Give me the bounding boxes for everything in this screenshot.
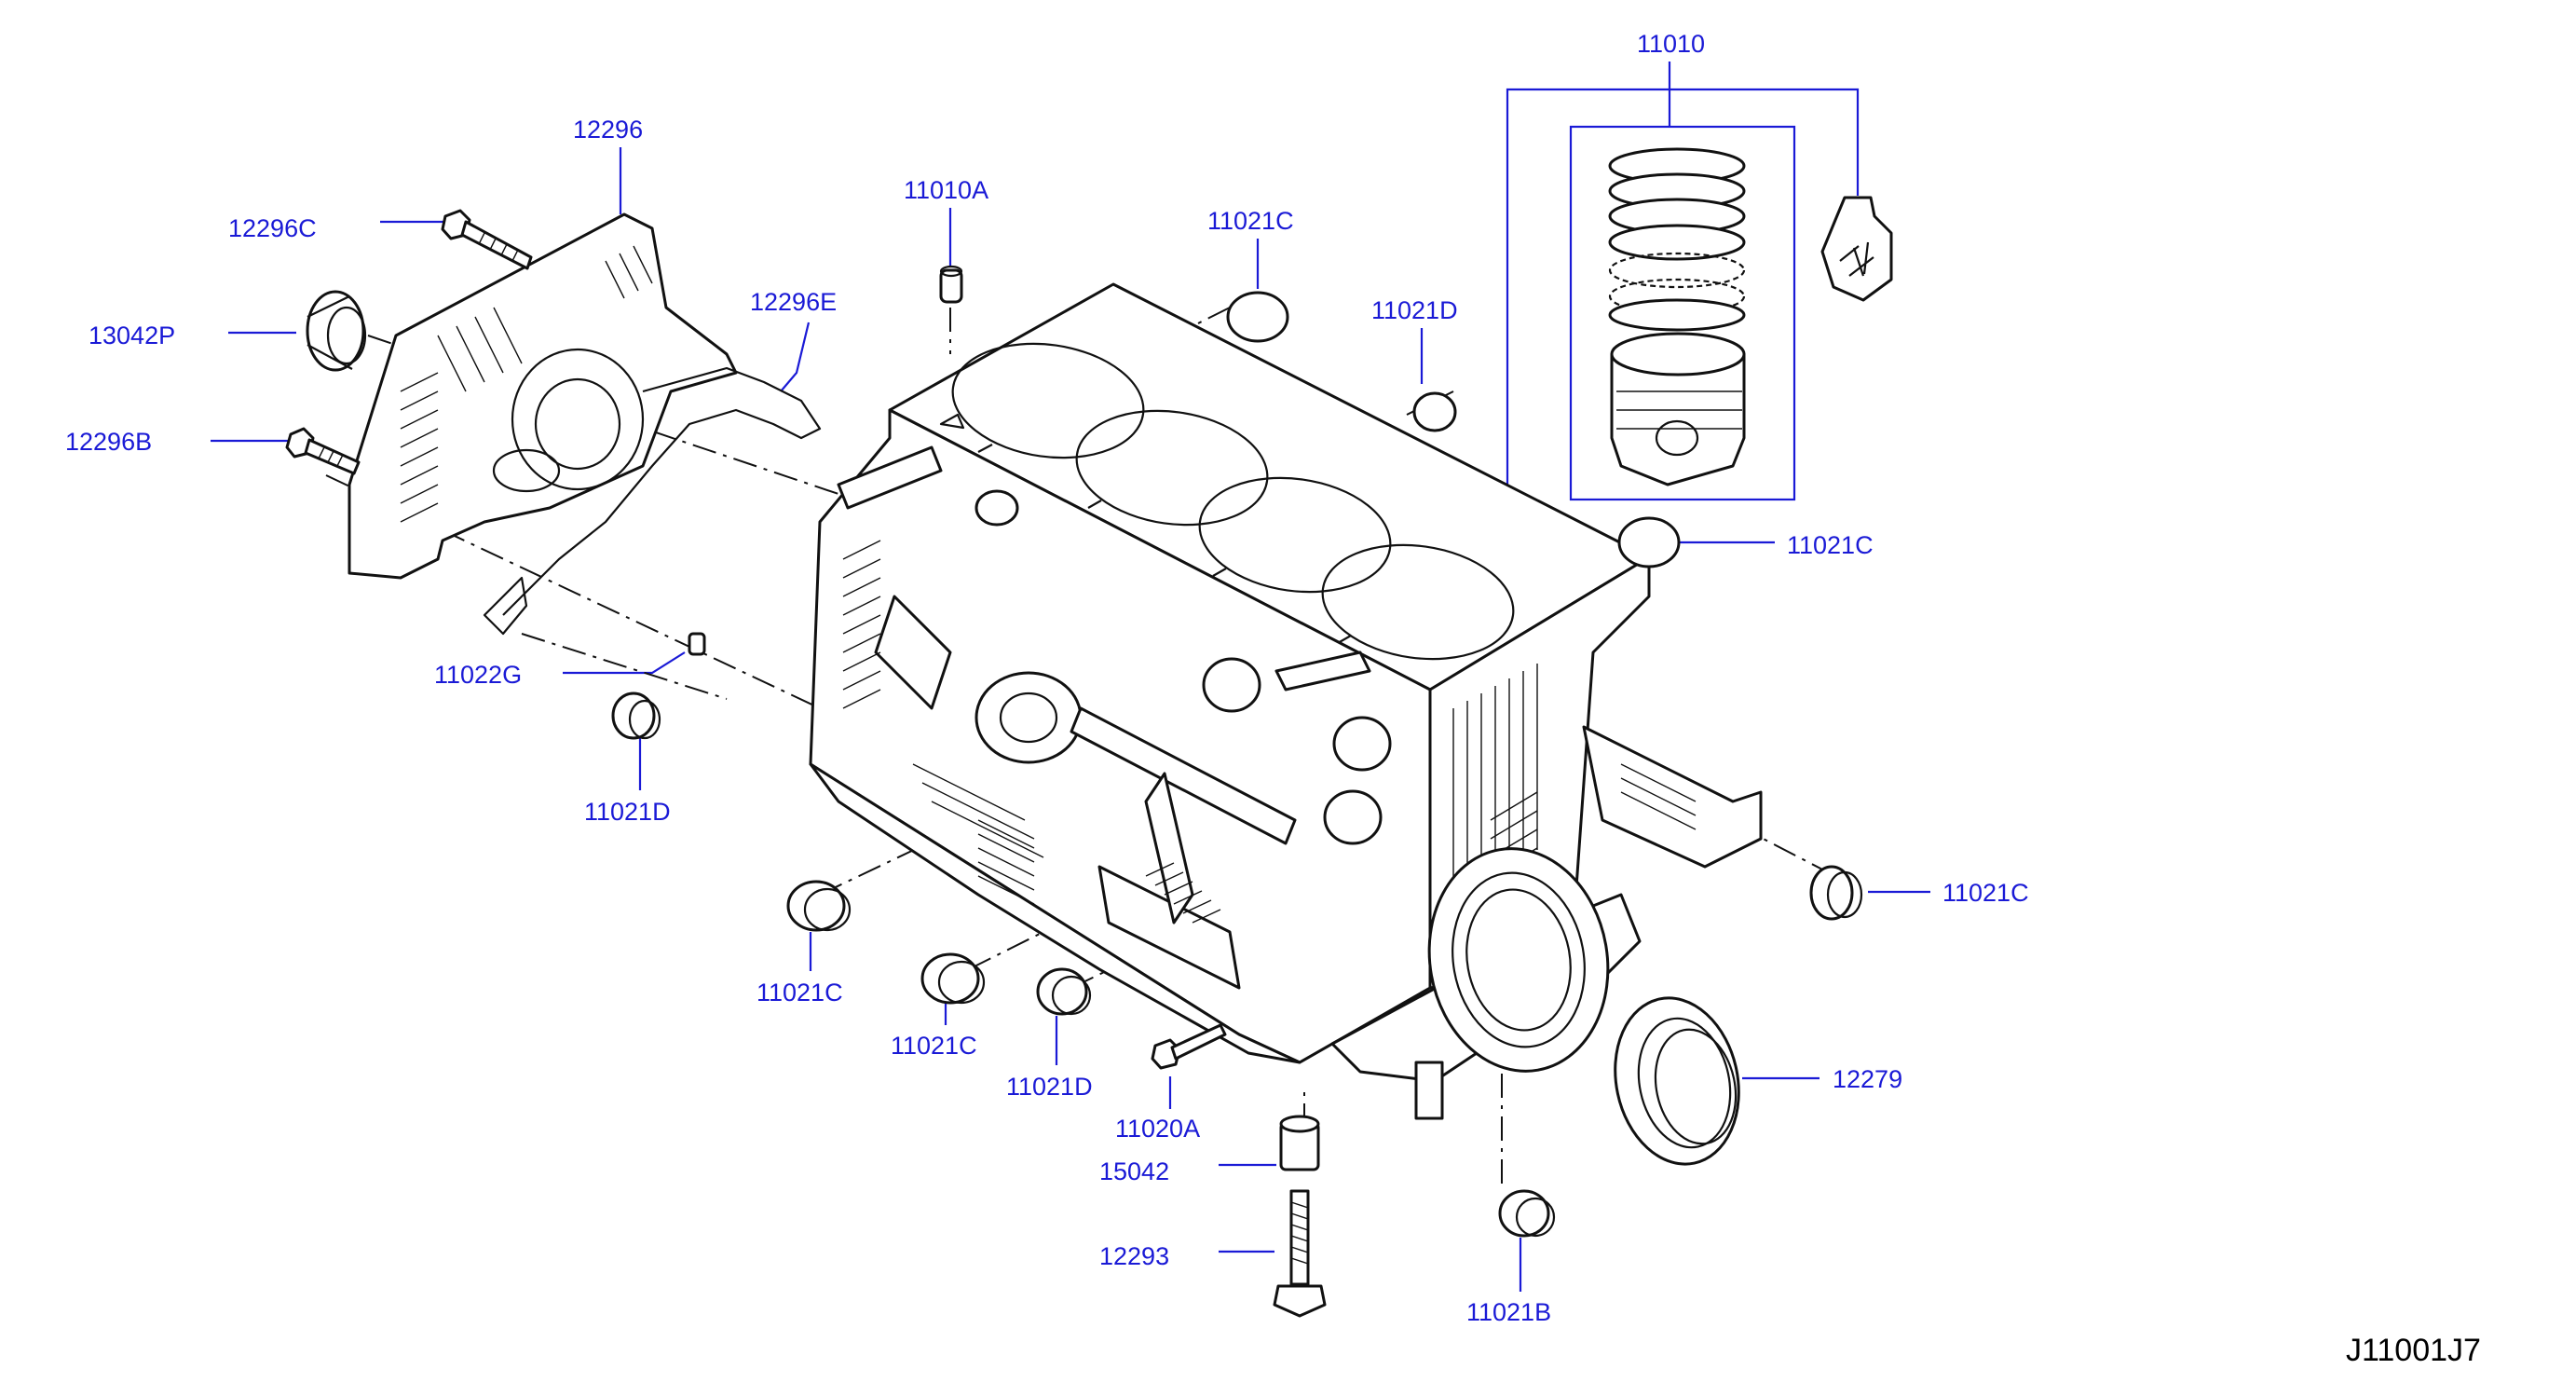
plug-11021c-bottom-left[interactable] [786, 880, 852, 932]
label-15042[interactable]: 15042 [1099, 1157, 1169, 1185]
leader-lines [211, 62, 1930, 1292]
label-11021D-bottom[interactable]: 11021D [1006, 1073, 1093, 1101]
plug-11021c-right-upper[interactable] [1617, 516, 1681, 568]
label-11021D-top[interactable]: 11021D [1371, 296, 1458, 324]
plug-11021c-top[interactable] [1226, 291, 1289, 343]
plug-11021d-bottom[interactable] [1036, 967, 1092, 1016]
plug-11021c-bottom-mid[interactable] [920, 952, 986, 1005]
dowel-11022g[interactable] [688, 632, 706, 656]
piston-ring-set-11010[interactable] [1569, 125, 1893, 501]
label-11021D-left[interactable]: 11021D [584, 798, 671, 826]
plug-11021d-left[interactable] [611, 692, 661, 740]
plug-11021d-top[interactable] [1412, 391, 1457, 432]
plug-11021b[interactable] [1498, 1189, 1556, 1238]
label-12296C[interactable]: 12296C [228, 214, 317, 242]
label-11021C-right-upper[interactable]: 11021C [1787, 531, 1874, 559]
part-labels: 11010 12296 11010A 11021C 12296C 11021D … [65, 30, 2481, 1368]
bolt-12296c[interactable] [441, 209, 533, 270]
label-11010A[interactable]: 11010A [904, 176, 988, 204]
label-13042P[interactable]: 13042P [89, 322, 175, 349]
diagram-code: J11001J7 [2346, 1333, 2481, 1368]
label-11010[interactable]: 11010 [1637, 30, 1705, 58]
rear-oil-seal-12279[interactable] [1601, 986, 1754, 1175]
cylinder-block[interactable] [809, 282, 1763, 1120]
label-11021C-bottom-mid[interactable]: 11021C [891, 1032, 977, 1060]
sleeve-15042[interactable] [1279, 1115, 1320, 1171]
label-11021C-top[interactable]: 11021C [1207, 207, 1294, 235]
bolt-12293[interactable] [1273, 1189, 1327, 1318]
label-11020A[interactable]: 11020A [1115, 1115, 1200, 1143]
bolt-11020a[interactable] [1151, 1023, 1227, 1070]
bolt-12296b[interactable] [285, 427, 361, 475]
label-12296B[interactable]: 12296B [65, 428, 152, 456]
plug-11021c-right-lower[interactable] [1809, 865, 1863, 921]
label-11021C-bottom-left[interactable]: 11021C [756, 979, 843, 1006]
label-11021B[interactable]: 11021B [1466, 1298, 1551, 1326]
oil-seal-13042p[interactable] [306, 290, 367, 372]
label-12296[interactable]: 12296 [573, 116, 643, 144]
label-11021C-right-lower[interactable]: 11021C [1942, 879, 2029, 907]
front-cover[interactable] [348, 212, 822, 636]
label-12293[interactable]: 12293 [1099, 1242, 1169, 1270]
label-12296E[interactable]: 12296E [750, 288, 837, 316]
dowel-11010a[interactable] [939, 265, 963, 304]
label-12279[interactable]: 12279 [1833, 1065, 1902, 1093]
label-11022G[interactable]: 11022G [434, 661, 522, 689]
